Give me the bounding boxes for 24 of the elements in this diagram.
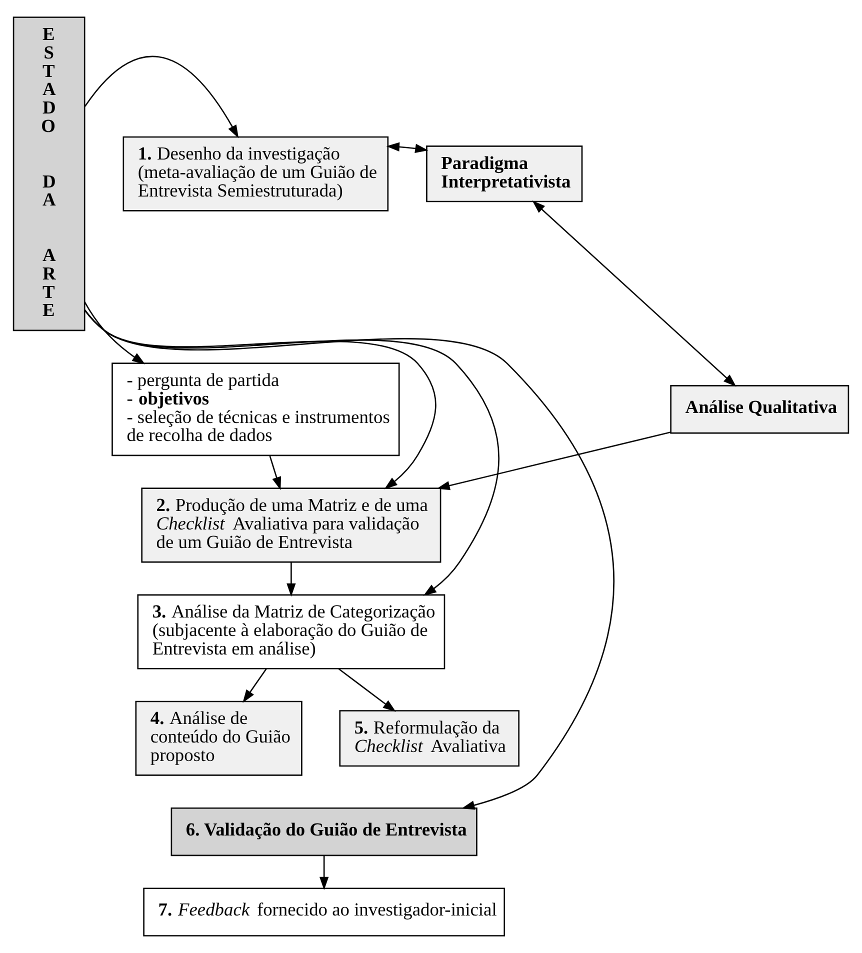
node-box: 3. Análise da Matriz de Categorização (subjacente à elaboração do Guião de Entrevista em análise): [137, 594, 446, 670]
arrow: [84, 309, 500, 596]
node-box: 2. Produção de uma Matriz e de uma Checklist Avaliativa para validação de um Guião de Entrevista: [141, 488, 442, 563]
arrow: [532, 200, 736, 387]
arrow: [338, 668, 396, 712]
arrow: [84, 302, 146, 364]
arrow: [286, 562, 296, 597]
arrow: [84, 310, 614, 810]
node-box: 5. Reformulação da Checklist Avaliativa: [339, 710, 520, 767]
node-box: 6. Validação do Guião de Entrevista: [170, 807, 478, 856]
node-box: 4. Análise de conteúdo do Guião proposto: [135, 700, 302, 776]
arrow: [386, 142, 428, 153]
arrow: [269, 456, 282, 490]
node-box: 1. Desenho da investigação (meta-avaliação de um Guião de Entrevista Semiestruturada): [122, 136, 389, 212]
arrow: [84, 56, 239, 138]
node-box: 7. Feedback fornecido ao investigador-inicial: [143, 888, 506, 936]
node-box: - pergunta de partida - objetivos - seleção de técnicas e instrumentos de recolha de dados: [112, 362, 400, 456]
node-box: Paradigma Interpretativista: [426, 146, 583, 202]
node-box: ESTADO DA ARTE: [12, 16, 86, 332]
arrow: [84, 309, 436, 490]
arrow: [242, 668, 267, 703]
arrow: [436, 432, 671, 490]
node-box: Análise Qualitativa: [670, 385, 850, 434]
arrow: [319, 856, 329, 890]
